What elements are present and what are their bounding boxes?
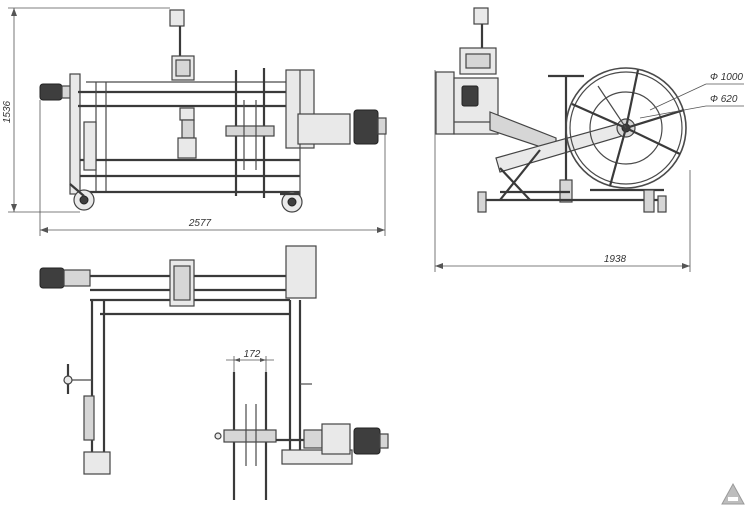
side-view: 1938 Ф 1000 xyxy=(434,7,744,272)
dim-diameter-outer: Ф 1000 xyxy=(710,72,743,83)
front-view: 1536 2577 xyxy=(2,7,387,236)
watermark-logo-icon xyxy=(721,482,745,505)
top-view: 172 xyxy=(39,245,389,500)
dim-width-front: 2577 xyxy=(188,218,212,229)
dim-diameter-inner: Ф 620 xyxy=(710,94,738,105)
dim-flange-gap: 172 xyxy=(244,349,261,360)
dim-height-front: 1536 xyxy=(2,100,13,123)
dim-width-side: 1938 xyxy=(604,254,627,265)
